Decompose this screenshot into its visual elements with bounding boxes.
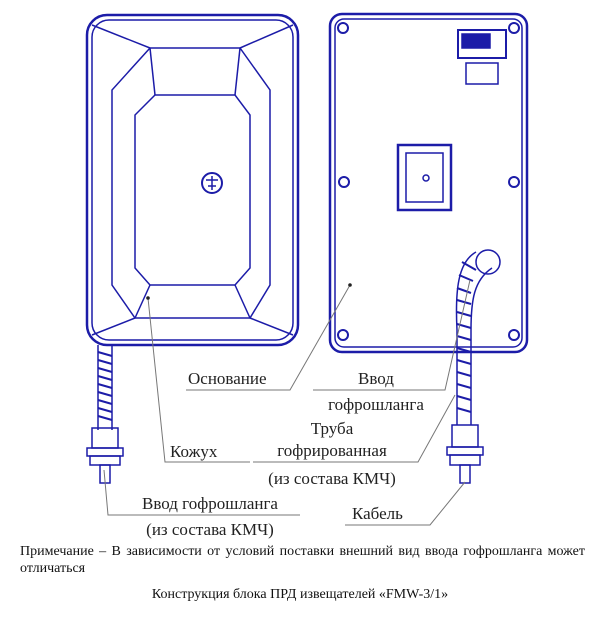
device-drawing: Основание Ввод гофрошланга Кожух Труба г…: [85, 12, 529, 539]
front-cover-unit: [85, 13, 300, 484]
label-pipe-1: Труба: [311, 419, 354, 438]
right-hose: [446, 251, 493, 484]
label-hose-left-1: Ввод гофрошланга: [142, 494, 278, 513]
leader-lines: [103, 279, 471, 526]
label-hose-entry-1: Ввод: [358, 369, 394, 388]
leader-dots: [146, 283, 352, 300]
label-hose-entry-2: гофрошланга: [328, 395, 424, 414]
base-unit: [328, 12, 529, 484]
label-cable: Кабель: [352, 504, 403, 523]
label-pipe-3: (из состава КМЧ): [268, 469, 396, 488]
screw-icon: [201, 172, 223, 194]
left-hose: [86, 345, 124, 484]
label-hose-left-2: (из состава КМЧ): [146, 520, 274, 539]
note-text: Примечание – В зависимости от условий по…: [20, 544, 585, 576]
label-cover: Кожух: [170, 442, 218, 461]
label-pipe-2: гофрированная: [277, 441, 387, 460]
label-base: Основание: [188, 369, 267, 388]
figure-caption: Конструкция блока ПРД извещателей «FMW-3…: [151, 587, 449, 602]
screw-icons: [337, 22, 520, 341]
